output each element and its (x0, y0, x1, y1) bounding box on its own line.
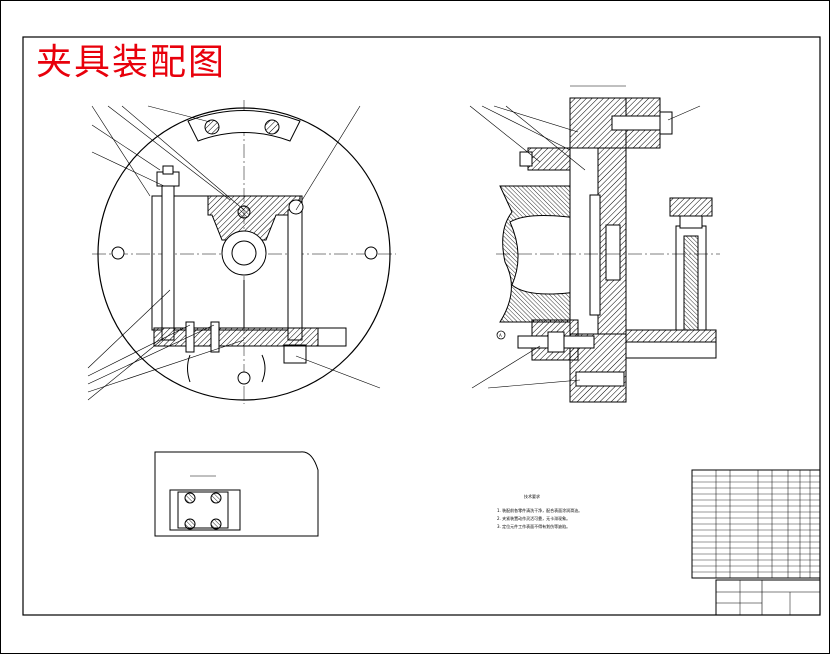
tech-notes-heading: 技术要求 (524, 493, 540, 499)
tech-note-3: 3. 定位元件工作表面不得有划伤等缺陷。 (497, 523, 570, 529)
arc-bolt-right (264, 119, 280, 135)
section-marker-label: A (499, 333, 502, 338)
locating-plate (589, 194, 601, 316)
front-view (87, 100, 396, 404)
arc-bolt-left (204, 119, 220, 135)
detail-screw-2 (210, 492, 222, 504)
leader-lines-side (469, 105, 701, 389)
tech-note-2: 2. 夹紧装置动作灵活可靠，无卡滞现象。 (497, 515, 570, 521)
bottom-small-screw-2 (210, 321, 220, 353)
detail-screw-1 (184, 492, 196, 504)
title-block (715, 579, 821, 616)
left-stud (161, 179, 175, 341)
lower-left-nut (547, 331, 565, 353)
detail-view (154, 451, 319, 537)
locating-pin (605, 224, 621, 281)
right-screw-neck (679, 215, 703, 229)
detail-screw-3 (184, 518, 196, 530)
section-marker (496, 330, 506, 340)
tech-note-1: 1. 装配前各零件清洗干净，配合表面涂润滑油。 (497, 507, 582, 513)
parts-list-rows (692, 475, 820, 573)
left-stud-top (162, 165, 174, 175)
workpiece-bore-inner (231, 240, 257, 266)
right-stud (287, 209, 303, 341)
bottom-small-screw-1 (185, 321, 195, 353)
right-screw-knob (669, 197, 713, 217)
right-screw (683, 235, 699, 331)
top-bolt-head (659, 111, 673, 135)
break-line-right (261, 354, 266, 383)
break-line-left (187, 354, 191, 383)
bottom-bar-ext (317, 327, 347, 347)
clamp-screw (237, 205, 251, 219)
bottom-bolt (575, 371, 625, 387)
technical-requirements: 技术要求 1. 装配前各零件清洗干净，配合表面涂润滑油。 2. 夹紧装置动作灵活… (497, 493, 582, 529)
mounting-hole-top (237, 371, 251, 385)
detail-screw-4 (210, 518, 222, 530)
right-stud-pin (288, 199, 304, 215)
right-bracket-hatch (625, 329, 717, 343)
upper-left-bolt (527, 147, 571, 171)
right-stud-nut (283, 344, 307, 364)
side-section-view: A (469, 85, 720, 403)
upper-left-nut (519, 151, 533, 167)
mounting-hole-right (364, 246, 378, 260)
leader-lines-front (87, 105, 381, 401)
drawing-title: 夹具装配图 (36, 42, 226, 83)
mounting-hole-left (111, 246, 125, 260)
